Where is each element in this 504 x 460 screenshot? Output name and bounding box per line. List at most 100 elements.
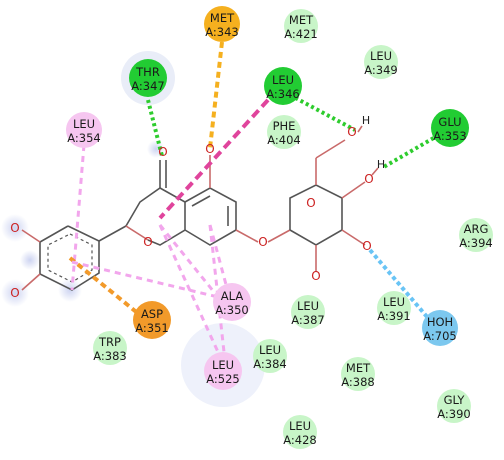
atom-o-catechol-1: O [10, 221, 19, 235]
residue-ala350-id: A:350 [215, 303, 249, 317]
residue-leu384[interactable]: LEU A:384 [253, 339, 287, 373]
residue-phe404-disk [267, 115, 301, 149]
atom-o-sugar-ring: O [306, 196, 315, 210]
residue-gly390[interactable]: GLY A:390 [437, 389, 471, 423]
residue-thr347[interactable]: THR A:347 [129, 59, 167, 97]
halo-catechol-1 [1, 214, 29, 242]
residue-met388[interactable]: MET A:388 [341, 357, 375, 391]
atom-o-c5: O [205, 142, 214, 156]
atom-o-ring-c: O [143, 235, 152, 249]
residue-leu346-id: A:346 [266, 87, 300, 101]
residue-glu353-disk [431, 109, 469, 147]
residue-ala350-disk [213, 283, 251, 321]
residue-leu384-disk [253, 339, 287, 373]
residue-met421-id: A:421 [284, 27, 318, 41]
atom-h-c6: H [362, 114, 370, 127]
residue-glu353[interactable]: GLU A:353 [431, 109, 469, 147]
residue-met343[interactable]: MET A:343 [204, 6, 240, 42]
residue-ala350-name: ALA [221, 289, 244, 303]
bond-o-c1p [267, 229, 291, 243]
residue-leu387-name: LEU [297, 299, 319, 313]
residue-leu384-id: A:384 [253, 357, 287, 371]
residue-glu353-name: GLU [438, 115, 461, 129]
residue-leu387-disk [291, 295, 325, 329]
residue-met343-name: MET [210, 11, 235, 25]
residue-leu525-name: LEU [212, 358, 234, 372]
ring-sugar [289, 184, 343, 246]
residue-leu428[interactable]: LEU A:428 [283, 415, 317, 449]
residue-met388-name: MET [346, 361, 371, 375]
residue-phe404-id: A:404 [267, 133, 301, 147]
ring-c [125, 187, 186, 246]
atom-o-c3-hydroxyl: O [362, 239, 371, 253]
residue-leu354[interactable]: LEU A:354 [66, 112, 102, 148]
residue-met421[interactable]: MET A:421 [284, 9, 318, 43]
bond-oh-h1 [357, 125, 363, 133]
residue-leu387[interactable]: LEU A:387 [291, 295, 325, 329]
residue-asp351-name: ASP [141, 307, 163, 321]
residue-leu346[interactable]: LEU A:346 [264, 67, 302, 105]
bond-ob2 [21, 273, 41, 291]
residue-thr347-id: A:347 [131, 79, 165, 93]
residue-leu525[interactable]: LEU A:525 [204, 352, 242, 390]
residue-leu349-disk [364, 45, 398, 79]
atom-o-c6-hydroxyl: O [347, 125, 356, 139]
interactions [68, 41, 446, 353]
residue-leu428-name: LEU [289, 419, 311, 433]
bond-c3p-o [341, 229, 366, 246]
residue-leu346-name: LEU [272, 73, 294, 87]
atom-h-c4: H [377, 158, 385, 171]
bond-o1-c2 [125, 225, 149, 241]
residue-gly390-id: A:390 [437, 407, 471, 421]
residue-gly390-disk [437, 389, 471, 423]
residue-thr347-name: THR [135, 65, 160, 79]
pisigma-leu346 [158, 98, 270, 220]
atom-o-c4-hydroxyl: O [364, 172, 373, 186]
ring-a [184, 187, 237, 246]
residue-asp351-id: A:351 [135, 321, 169, 335]
halo-ring-b-2 [20, 250, 40, 270]
ligand-bonds [21, 125, 379, 291]
residue-hoh705[interactable]: HOH A:705 [422, 310, 458, 346]
residue-arg394-name: ARG [464, 222, 489, 236]
residue-hoh705-id: A:705 [423, 329, 457, 343]
residue-asp351[interactable]: ASP A:351 [133, 301, 171, 339]
residue-met421-disk [284, 9, 318, 43]
ring-a-inner1 [191, 195, 211, 207]
alkyl-ala350-c [158, 224, 220, 298]
residue-leu349[interactable]: LEU A:349 [364, 45, 398, 79]
hbond-leu346 [289, 93, 356, 132]
residue-gly390-name: GLY [444, 393, 466, 407]
bond-c4p-o [341, 181, 366, 199]
bond-b-c2 [98, 225, 127, 242]
alkyl-ala350-a [208, 224, 230, 293]
residue-ala350[interactable]: ALA A:350 [213, 283, 251, 321]
alkyl-leu525-c [158, 224, 220, 353]
residue-trp383-name: TRP [98, 335, 121, 349]
residue-leu391-id: A:391 [377, 309, 411, 323]
atom-o-carbonyl: O [158, 145, 167, 159]
residue-thr347-disk [129, 59, 167, 97]
residue-glu353-id: A:353 [433, 129, 467, 143]
residue-phe404[interactable]: PHE A:404 [267, 115, 301, 149]
residue-leu391-name: LEU [383, 295, 405, 309]
residue-leu525-disk [204, 352, 242, 390]
residue-trp383[interactable]: TRP A:383 [93, 331, 127, 365]
pianion-asp351 [68, 256, 142, 317]
residue-asp351-disk [133, 301, 171, 339]
water-hoh705 [368, 248, 430, 320]
bond-ob1 [21, 229, 41, 243]
residue-met388-id: A:388 [341, 375, 375, 389]
residue-hoh705-disk [422, 310, 458, 346]
residue-met343-id: A:343 [205, 25, 239, 39]
residue-met421-name: MET [289, 13, 314, 27]
atom-o-catechol-2: O [10, 286, 19, 300]
residue-arg394[interactable]: ARG A:394 [459, 218, 493, 252]
atom-o-glycosidic: O [258, 235, 267, 249]
residue-arg394-disk [459, 218, 493, 252]
residue-leu384-name: LEU [259, 343, 281, 357]
residue-leu387-id: A:387 [291, 313, 325, 327]
halo-catechol-2 [1, 279, 29, 307]
residue-leu391[interactable]: LEU A:391 [377, 291, 411, 325]
